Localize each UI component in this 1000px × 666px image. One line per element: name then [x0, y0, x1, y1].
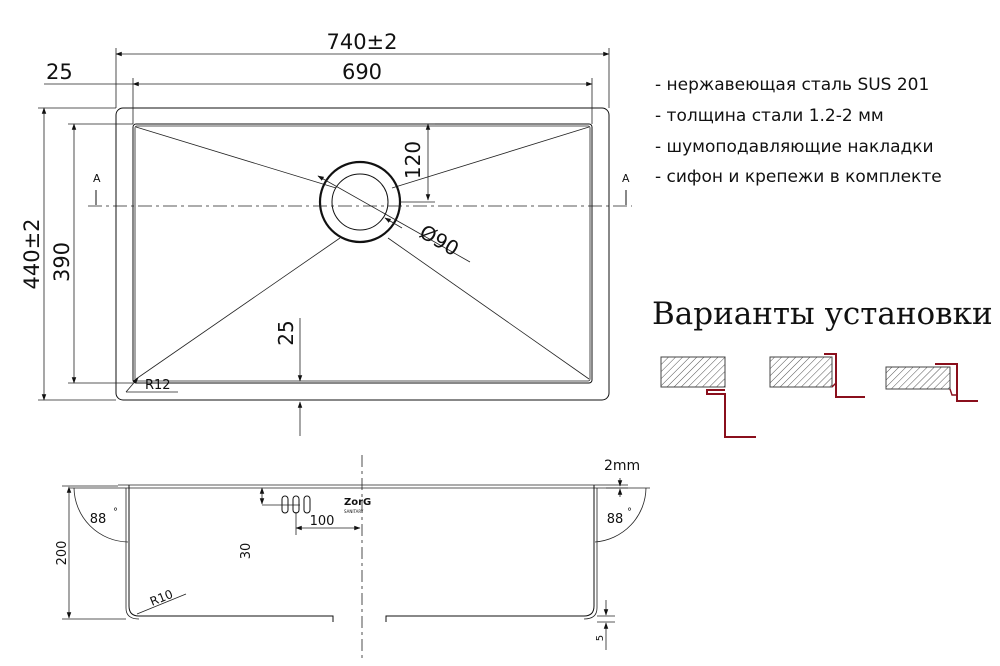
spec-thickness: - толщина стали 1.2-2 мм	[655, 106, 884, 126]
overall-depth-label: 440±2	[20, 218, 44, 289]
install-variant-undermount	[660, 356, 756, 438]
brand-name: ZorG	[344, 497, 371, 508]
installation-variants	[660, 353, 978, 438]
brand-logo: ZorG SANITARY	[344, 497, 371, 514]
brand-sub: SANITARY	[344, 509, 364, 514]
angle-left-label: 88	[90, 512, 107, 527]
drain-inner-circle	[331, 173, 389, 231]
inner-width-label: 690	[342, 60, 382, 84]
spec-noise-pads: - шумоподавляющие накладки	[655, 137, 934, 157]
section-view: 88 ° 88 ° 200 30 100 ZorG SANITARY	[55, 455, 650, 660]
thickness-label: 2mm	[604, 458, 640, 474]
section-marker-right: A	[622, 172, 630, 185]
angle-left-degree: °	[113, 507, 118, 518]
corner-radius-label: R12	[145, 378, 171, 393]
spec-material: - нержавеющая сталь SUS 201	[655, 75, 930, 95]
section-marker-left: A	[93, 172, 101, 185]
overflow-holes	[281, 495, 311, 514]
top-view: A A 740±2 690 25 440±2 390 120	[20, 30, 632, 436]
section-radius-label: R10	[148, 587, 175, 609]
overflow-height-label: 30	[239, 543, 254, 560]
sink-bowl-outline	[132, 123, 593, 384]
bottom-offset-label: 5	[595, 635, 606, 641]
section-height-label: 200	[55, 541, 70, 566]
install-variant-topmount	[885, 363, 978, 402]
drain-diameter-label: Ø90	[416, 220, 464, 261]
inner-depth-label: 390	[50, 242, 74, 282]
angle-right-label: 88	[607, 512, 624, 527]
flange-width-label: 25	[46, 60, 73, 84]
spec-siphon: - сифон и крепежи в комплекте	[655, 167, 942, 187]
overflow-distance-label: 100	[310, 514, 335, 529]
overall-width-label: 740±2	[326, 30, 397, 54]
install-variant-flush	[769, 353, 865, 398]
install-variants-title: Варианты установки	[652, 296, 993, 332]
sink-outer-outline	[115, 107, 610, 401]
drain-offset-label: 120	[401, 141, 425, 179]
bottom-dim-label: 25	[274, 320, 298, 345]
angle-right-degree: °	[627, 507, 632, 518]
